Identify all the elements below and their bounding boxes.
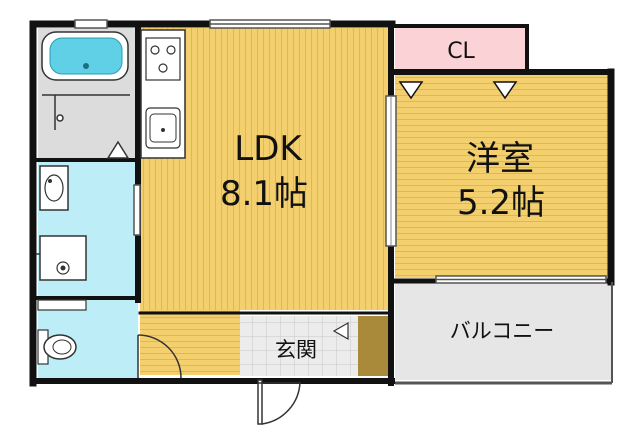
toilet xyxy=(37,329,77,365)
western-room-label: 洋室 xyxy=(466,139,534,179)
western-room-size-label: 5.2帖 xyxy=(457,183,545,223)
western-room-floor xyxy=(395,72,611,278)
washing-machine xyxy=(36,235,87,281)
washroom-door xyxy=(133,184,141,236)
bath-door-swing xyxy=(106,140,130,159)
stove-icon xyxy=(145,37,181,81)
entrance-label: 玄関 xyxy=(275,338,317,362)
shoe-cabinet xyxy=(358,316,388,376)
ldk-size-label: 8.1帖 xyxy=(220,174,308,214)
entrance-door xyxy=(257,379,301,425)
windows xyxy=(74,19,607,284)
balcony-railing xyxy=(395,282,613,385)
wash-basin xyxy=(39,165,69,211)
step-mark xyxy=(332,321,349,341)
hall-floor xyxy=(140,310,240,375)
closet-label: CL xyxy=(447,39,475,64)
toilet-door xyxy=(137,334,182,379)
balcony-label: バルコニー xyxy=(450,319,555,343)
sliding-door xyxy=(385,95,397,247)
closet-door-marks xyxy=(398,81,518,100)
closet-floor xyxy=(395,28,525,72)
toilet-shelf xyxy=(37,299,87,311)
balcony-floor xyxy=(395,282,611,380)
bathtub xyxy=(41,31,129,81)
entrance-floor xyxy=(240,316,358,376)
sink-icon xyxy=(145,107,181,149)
bath-door xyxy=(42,94,130,130)
ldk-label: LDK xyxy=(234,129,303,169)
